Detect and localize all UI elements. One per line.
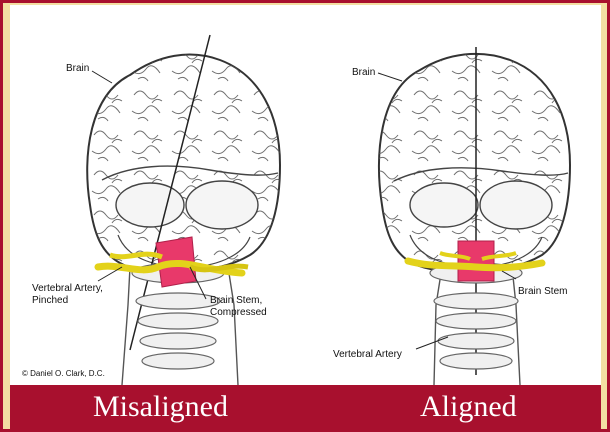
label-brain-stem-left-2: Compressed bbox=[210, 307, 267, 319]
illustration-panel: Brain Vertebral Artery, Pinched Brain St… bbox=[10, 5, 601, 385]
label-brain-left: Brain bbox=[66, 63, 89, 75]
caption-banner: Misaligned Aligned bbox=[10, 385, 601, 429]
aligned-skull bbox=[378, 47, 570, 385]
label-vertebral-artery-right: Vertebral Artery bbox=[333, 349, 402, 361]
label-brain-stem-left: Brain Stem, bbox=[210, 295, 262, 307]
label-brain-right: Brain bbox=[352, 67, 375, 79]
label-vertebral-artery-left: Vertebral Artery, bbox=[32, 283, 103, 295]
skull-illustrations bbox=[10, 5, 601, 385]
misaligned-skull bbox=[87, 35, 280, 385]
caption-misaligned: Misaligned bbox=[93, 390, 228, 424]
label-brain-stem-right: Brain Stem bbox=[518, 286, 567, 298]
caption-aligned: Aligned bbox=[420, 390, 517, 424]
copyright: © Daniel O. Clark, D.C. bbox=[22, 369, 105, 379]
label-vertebral-artery-left-2: Pinched bbox=[32, 295, 68, 307]
